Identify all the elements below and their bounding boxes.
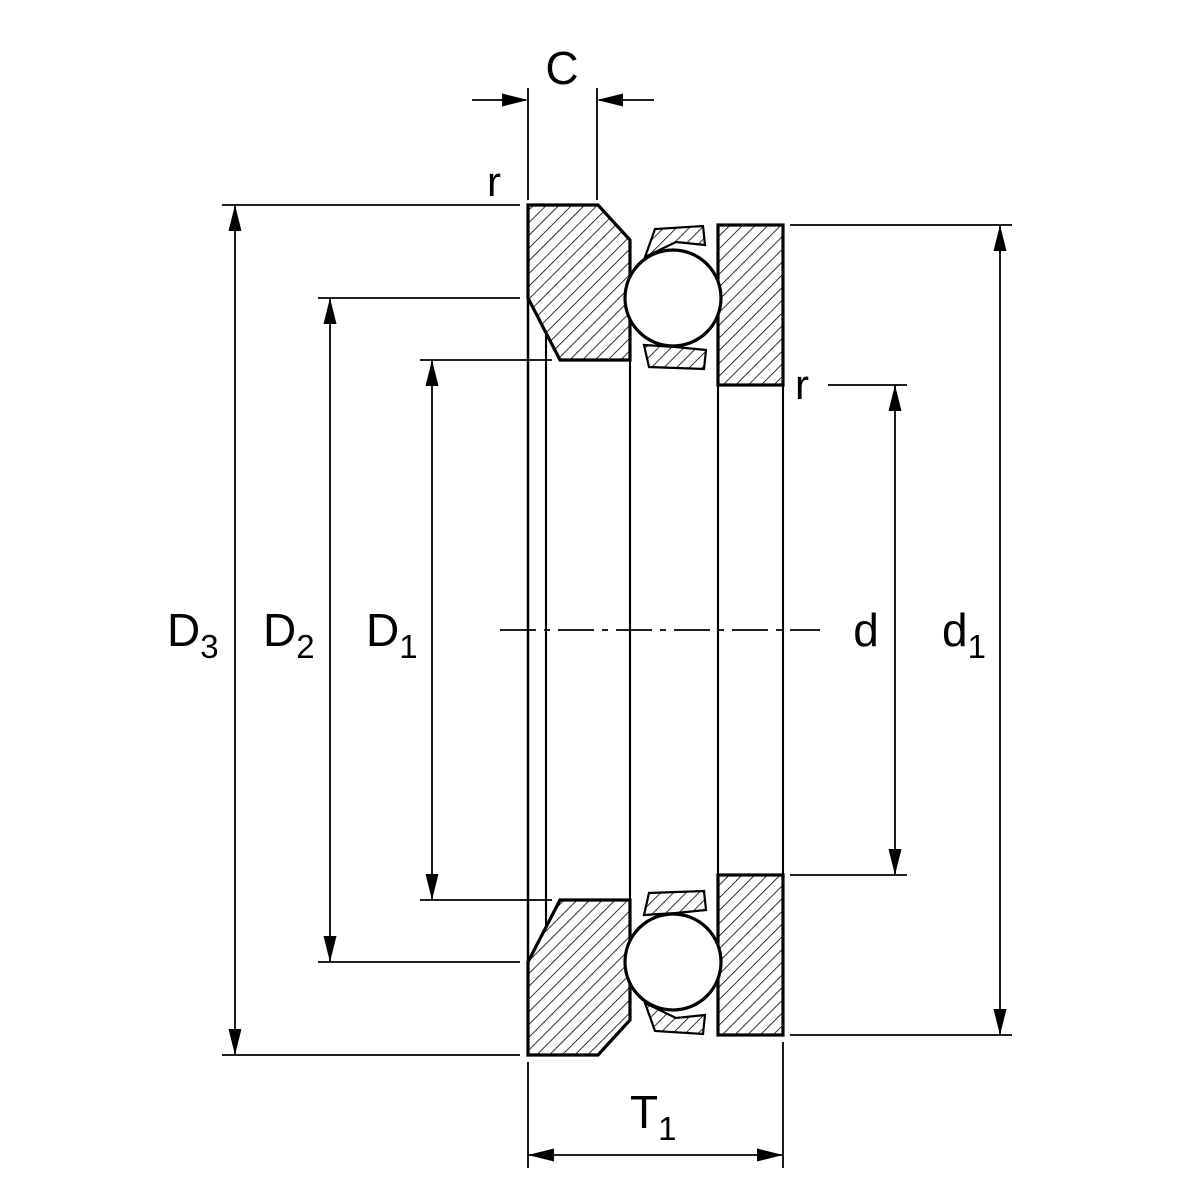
dimension-label-D1: D1 xyxy=(366,604,418,665)
washer-sections xyxy=(526,203,785,1057)
shaft-washer-bottom-section xyxy=(716,873,785,1037)
ball-top xyxy=(623,248,723,348)
dimension-label-r-left: r xyxy=(487,158,501,205)
cage-top-upper xyxy=(643,224,707,260)
dimension-D2: D2 xyxy=(263,297,520,963)
cage-bottom-upper xyxy=(642,889,708,917)
dimension-D1: D1 xyxy=(366,359,552,901)
dimension-d1: d1 xyxy=(790,224,1012,1036)
dimension-C: C xyxy=(472,42,654,200)
cage-sections xyxy=(642,224,708,1036)
left-washer-top-section xyxy=(526,203,632,362)
cage-bottom-lower xyxy=(643,1000,707,1036)
dimension-label-D2: D2 xyxy=(263,604,315,665)
left-washer-bottom-section xyxy=(526,898,632,1057)
dimension-T1: T1 xyxy=(527,1042,784,1168)
dimension-label-r-right: r xyxy=(795,361,809,408)
dimension-label-T1: T1 xyxy=(630,1086,676,1147)
dimension-label-d: d xyxy=(853,604,879,656)
dimension-label-D3: D3 xyxy=(167,604,219,665)
cage-top-lower xyxy=(642,343,708,371)
dimension-D3: D3 xyxy=(167,204,520,1056)
dimension-d: d xyxy=(790,384,907,876)
dimension-label-C: C xyxy=(545,42,578,94)
dimension-label-d1: d1 xyxy=(942,604,986,665)
ball-bottom xyxy=(623,912,723,1012)
shaft-washer-top-section xyxy=(716,223,785,387)
